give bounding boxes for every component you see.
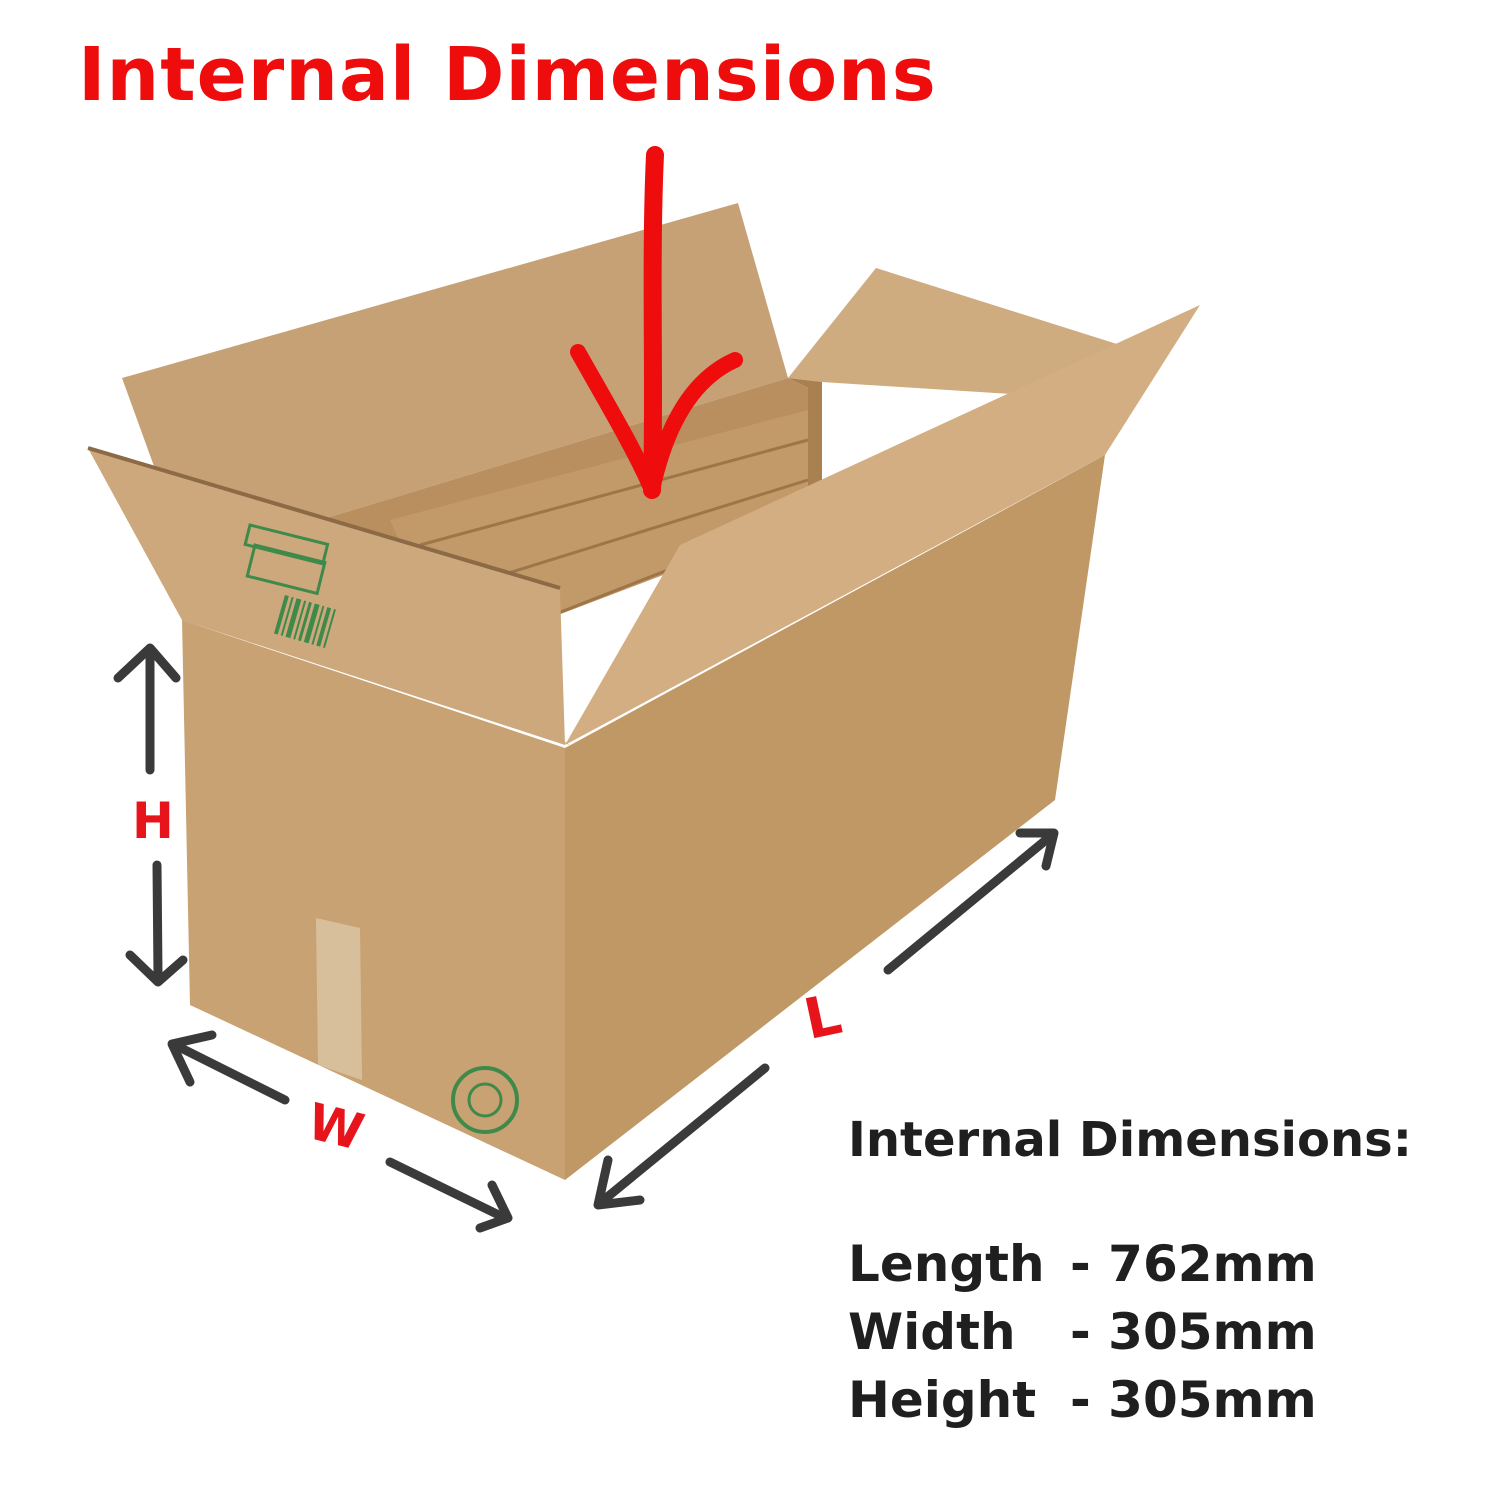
spec-row-height: Height - 305mm [848,1366,1412,1434]
spec-label: Length [848,1235,1045,1293]
box-long-face [565,455,1105,1180]
height-label: H [132,792,174,850]
tape-strip [316,918,362,1080]
spec-label: Width [848,1303,1016,1361]
height-arrow [113,643,188,987]
specs-heading: Internal Dimensions: [848,1112,1412,1168]
front-long-flap [565,305,1200,745]
spec-value: - 305mm [1070,1303,1317,1361]
red-down-arrow [570,146,743,499]
barcode [273,594,336,649]
spec-value: - 762mm [1070,1235,1317,1293]
specs-panel: Internal Dimensions: Length - 762mm Widt… [848,1112,1412,1434]
back-flap [122,203,788,560]
spec-row-length: Length - 762mm [848,1230,1412,1298]
width-arrow [167,1030,513,1233]
box-front-face [182,620,565,1180]
box-print-label [243,523,336,649]
spec-label: Height [848,1371,1037,1429]
spec-value: - 305mm [1070,1371,1317,1429]
length-arrow [593,828,1059,1210]
spec-row-width: Width - 305mm [848,1298,1412,1366]
page-title: Internal Dimensions [78,32,937,118]
right-end-flap [788,268,1120,400]
recycle-logo [451,1066,519,1134]
